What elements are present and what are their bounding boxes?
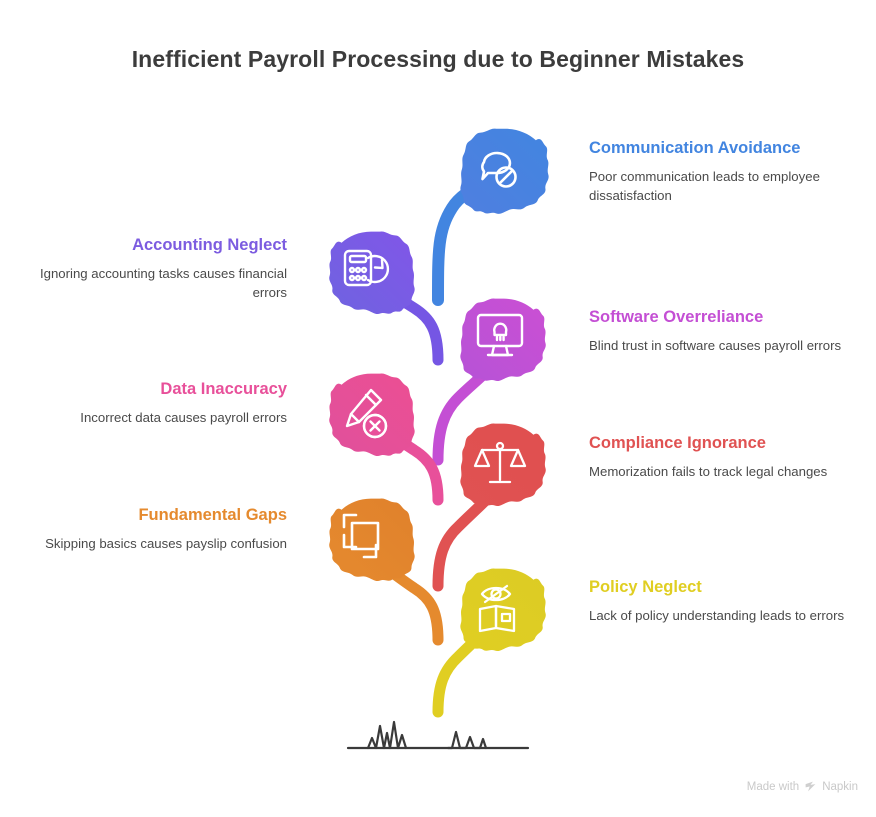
heading-fundamental-gaps: Fundamental Gaps — [138, 506, 287, 524]
body-communication-avoidance: Poor communication leads to employee dis… — [589, 169, 820, 203]
made-with-napkin-footer[interactable]: Made with Napkin — [747, 780, 858, 793]
heading-software-overreliance: Software Overreliance — [589, 308, 764, 326]
page-title: Inefficient Payroll Processing due to Be… — [131, 46, 745, 72]
block-policy-neglect: Policy Neglect Lack of policy understand… — [589, 577, 845, 626]
footer-made-with-label: Made with — [746, 780, 800, 793]
body-fundamental-gaps: Skipping basics causes payslip confusion — [45, 536, 287, 552]
heading-compliance-ignorance: Compliance Ignorance — [589, 434, 766, 452]
leaf-communication-avoidance[interactable] — [460, 128, 549, 214]
heading-policy-neglect: Policy Neglect — [589, 578, 702, 596]
body-data-inaccuracy: Incorrect data causes payroll errors — [80, 410, 287, 426]
leaf-policy-neglect[interactable] — [460, 568, 546, 652]
overlapping-squares-icon — [342, 513, 380, 559]
leaf-fundamental-gaps[interactable] — [329, 498, 415, 582]
napkin-logo-icon — [804, 780, 817, 793]
leaf-accounting-neglect[interactable] — [329, 231, 415, 315]
pencil-error-icon — [345, 388, 388, 439]
balance-scales-icon — [473, 441, 527, 484]
hidden-book-icon — [478, 584, 516, 633]
body-accounting-neglect: Ignoring accounting tasks causes financi… — [39, 266, 287, 300]
footer-brand-label: Napkin — [822, 780, 858, 793]
block-compliance-ignorance: Compliance Ignorance Memorization fails … — [589, 433, 845, 482]
body-software-overreliance: Blind trust in software causes payroll e… — [589, 338, 842, 354]
heading-data-inaccuracy: Data Inaccuracy — [160, 380, 287, 398]
heading-accounting-neglect: Accounting Neglect — [132, 236, 287, 254]
calculator-refresh-icon — [343, 249, 390, 287]
monitor-bug-icon — [476, 313, 524, 357]
block-data-inaccuracy: Data Inaccuracy Incorrect data causes pa… — [31, 379, 287, 428]
block-fundamental-gaps: Fundamental Gaps Skipping basics causes … — [31, 505, 287, 554]
leaf-data-inaccuracy[interactable] — [329, 373, 415, 457]
speech-bubble-blocked-icon — [481, 151, 517, 188]
body-compliance-ignorance: Memorization fails to track legal change… — [589, 464, 828, 480]
body-policy-neglect: Lack of policy understanding leads to er… — [589, 608, 845, 624]
leaf-software-overreliance[interactable] — [460, 298, 546, 382]
heading-communication-avoidance: Communication Avoidance — [589, 139, 801, 157]
block-accounting-neglect: Accounting Neglect Ignoring accounting t… — [31, 235, 287, 303]
block-software-overreliance: Software Overreliance Blind trust in sof… — [589, 307, 845, 356]
leaf-compliance-ignorance[interactable] — [460, 423, 546, 507]
ground-line — [346, 720, 530, 750]
block-communication-avoidance: Communication Avoidance Poor communicati… — [589, 138, 845, 206]
